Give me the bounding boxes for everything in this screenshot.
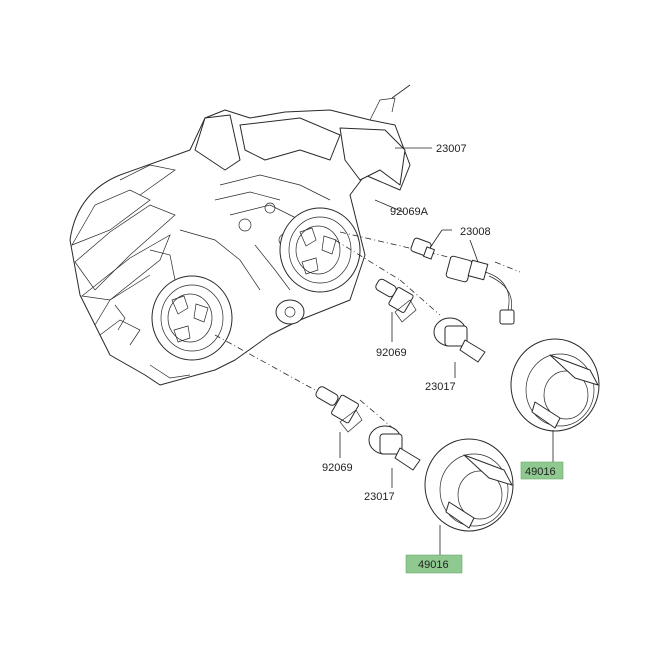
bulb-92069-lower [315,386,363,433]
headlight-housing [69,84,411,386]
callout-49016-right-highlight [520,461,564,480]
dust-cover-49016-lower [424,438,514,532]
assembly-axes [214,231,521,431]
socket-23017-lower [368,425,421,471]
leader-lines [339,147,554,555]
callout-92069A: 92069A [390,206,429,218]
upper-bulb-socket [279,207,361,293]
callouts: 23007 92069A 23008 92069 23017 92069 230… [322,143,564,574]
callout-92069-upper: 92069 [376,347,407,359]
callout-23008: 23008 [460,226,491,238]
callout-49016-lower: 49016 [418,559,449,571]
bulb-92069A [410,237,435,260]
callout-23017-upper: 23017 [425,381,456,393]
dust-cover-49016-right [510,338,600,432]
bulb-92069-upper [375,278,417,323]
lower-bulb-socket [151,275,233,361]
callout-49016-right: 49016 [525,466,556,478]
callout-23017-lower: 23017 [364,491,395,503]
callout-23007: 23007 [436,143,467,155]
callout-92069-lower: 92069 [322,462,353,474]
socket-23017-upper [433,317,486,363]
callout-49016-lower-highlight [405,554,463,574]
socket-23008 [445,255,515,325]
